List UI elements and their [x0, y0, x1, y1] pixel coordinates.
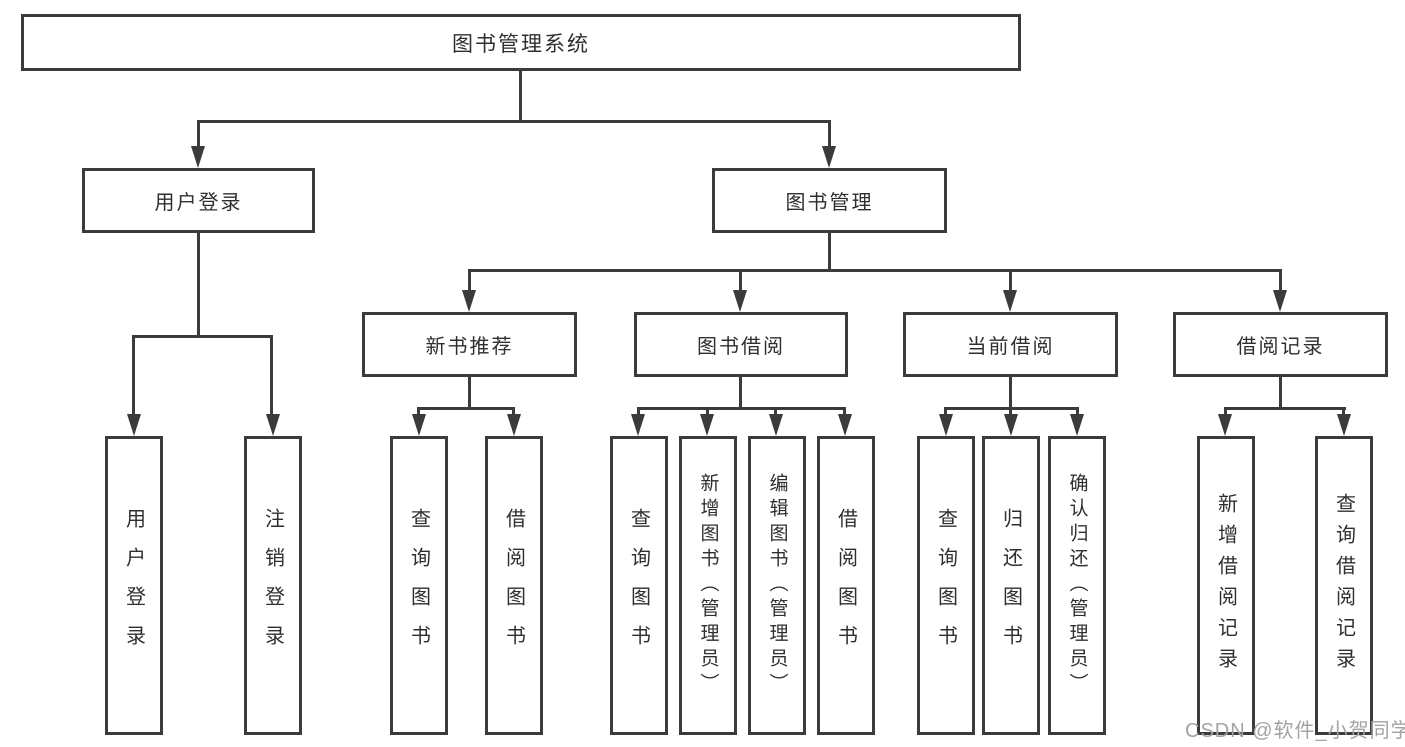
connector-line	[828, 120, 831, 150]
arrowhead-down-icon	[266, 414, 280, 436]
connector-line	[828, 232, 831, 272]
connector-line	[739, 269, 742, 294]
connector-line	[739, 376, 742, 409]
connector-line	[1009, 269, 1012, 294]
node-current-borrow-label: 当前借阅	[966, 336, 1055, 358]
leaf-label: 新增图书（管理员）	[697, 473, 719, 698]
leaf-label: 查询借阅记录	[1332, 492, 1355, 679]
connector-line	[1342, 407, 1345, 416]
arrowhead-down-icon	[191, 146, 205, 168]
arrowhead-down-icon	[700, 414, 714, 436]
node-user-login: 用户登录	[82, 168, 315, 233]
leaf-node-edit-books-admin: 编辑图书（管理员）	[748, 436, 806, 735]
leaf-label: 查询图书	[934, 507, 957, 664]
leaf-label: 借阅图书	[834, 507, 857, 664]
leaf-label: 注销登录	[261, 507, 284, 664]
leaf-node-query-books-recommend: 查询图书	[390, 436, 448, 735]
connector-line	[1076, 407, 1079, 416]
connector-line	[1279, 269, 1282, 294]
arrowhead-down-icon	[412, 414, 426, 436]
leaf-node-confirm-return-admin: 确认归还（管理员）	[1048, 436, 1106, 735]
connector-line	[1224, 407, 1346, 410]
node-borrow-records: 借阅记录	[1173, 312, 1388, 377]
connector-line	[706, 407, 709, 416]
leaf-label: 查询图书	[407, 507, 430, 664]
leaf-label: 查询图书	[627, 507, 650, 664]
node-current-borrow: 当前借阅	[903, 312, 1118, 377]
arrowhead-down-icon	[631, 414, 645, 436]
connector-line	[1009, 376, 1012, 409]
connector-line	[417, 407, 420, 416]
connector-line	[270, 335, 273, 418]
connector-line	[1224, 407, 1227, 416]
arrowhead-down-icon	[1273, 290, 1287, 312]
connector-line	[132, 335, 135, 418]
node-book-borrow: 图书借阅	[634, 312, 848, 377]
leaf-node-add-borrow-record: 新增借阅记录	[1197, 436, 1255, 735]
connector-line	[468, 269, 1282, 272]
node-new-book-recommend: 新书推荐	[362, 312, 577, 377]
arrowhead-down-icon	[838, 414, 852, 436]
leaf-label: 用户登录	[122, 507, 145, 664]
connector-line	[944, 407, 947, 416]
connector-line	[197, 120, 200, 150]
connector-line	[132, 335, 273, 338]
arrowhead-down-icon	[769, 414, 783, 436]
leaf-label: 归还图书	[999, 507, 1022, 664]
leaf-label: 借阅图书	[502, 507, 525, 664]
arrowhead-down-icon	[939, 414, 953, 436]
leaf-node-borrow-books-recommend: 借阅图书	[485, 436, 543, 735]
arrowhead-down-icon	[822, 146, 836, 168]
leaf-node-user-login: 用户登录	[105, 436, 163, 735]
connector-line	[512, 407, 515, 416]
arrowhead-down-icon	[1003, 290, 1017, 312]
leaf-node-logout: 注销登录	[244, 436, 302, 735]
leaf-label: 确认归还（管理员）	[1066, 473, 1088, 698]
node-book-management-label: 图书管理	[785, 192, 874, 214]
node-book-borrow-label: 图书借阅	[697, 336, 785, 358]
leaf-node-return-books: 归还图书	[982, 436, 1040, 735]
leaf-node-query-borrow-record: 查询借阅记录	[1315, 436, 1373, 735]
leaf-node-query-books-current: 查询图书	[917, 436, 975, 735]
connector-line	[197, 232, 200, 336]
connector-line	[468, 376, 471, 409]
node-new-book-recommend-label: 新书推荐	[425, 336, 514, 358]
node-book-management: 图书管理	[712, 168, 947, 233]
connector-line	[1009, 407, 1012, 416]
arrowhead-down-icon	[1004, 414, 1018, 436]
csdn-watermark: CSDN @软件_小贺同学	[1185, 720, 1405, 742]
leaf-label: 新增借阅记录	[1214, 492, 1237, 679]
arrowhead-down-icon	[507, 414, 521, 436]
root-node-label: 图书管理系统	[452, 32, 590, 56]
arrowhead-down-icon	[1337, 414, 1351, 436]
root-node-library-system: 图书管理系统	[21, 14, 1021, 71]
node-user-login-label: 用户登录	[154, 192, 243, 214]
node-borrow-records-label: 借阅记录	[1236, 336, 1325, 358]
connector-line	[197, 120, 831, 123]
leaf-node-borrow-books: 借阅图书	[817, 436, 875, 735]
connector-line	[637, 407, 846, 410]
connector-line	[843, 407, 846, 416]
arrowhead-down-icon	[127, 414, 141, 436]
leaf-node-add-books-admin: 新增图书（管理员）	[679, 436, 737, 735]
connector-line	[468, 269, 471, 294]
leaf-label: 编辑图书（管理员）	[766, 473, 788, 698]
arrowhead-down-icon	[462, 290, 476, 312]
connector-line	[1279, 376, 1282, 409]
connector-line	[637, 407, 640, 416]
connector-line	[774, 407, 777, 416]
connector-line	[519, 69, 522, 121]
arrowhead-down-icon	[1070, 414, 1084, 436]
connector-line	[417, 407, 515, 410]
arrowhead-down-icon	[733, 290, 747, 312]
leaf-node-query-books-borrow: 查询图书	[610, 436, 668, 735]
arrowhead-down-icon	[1218, 414, 1232, 436]
